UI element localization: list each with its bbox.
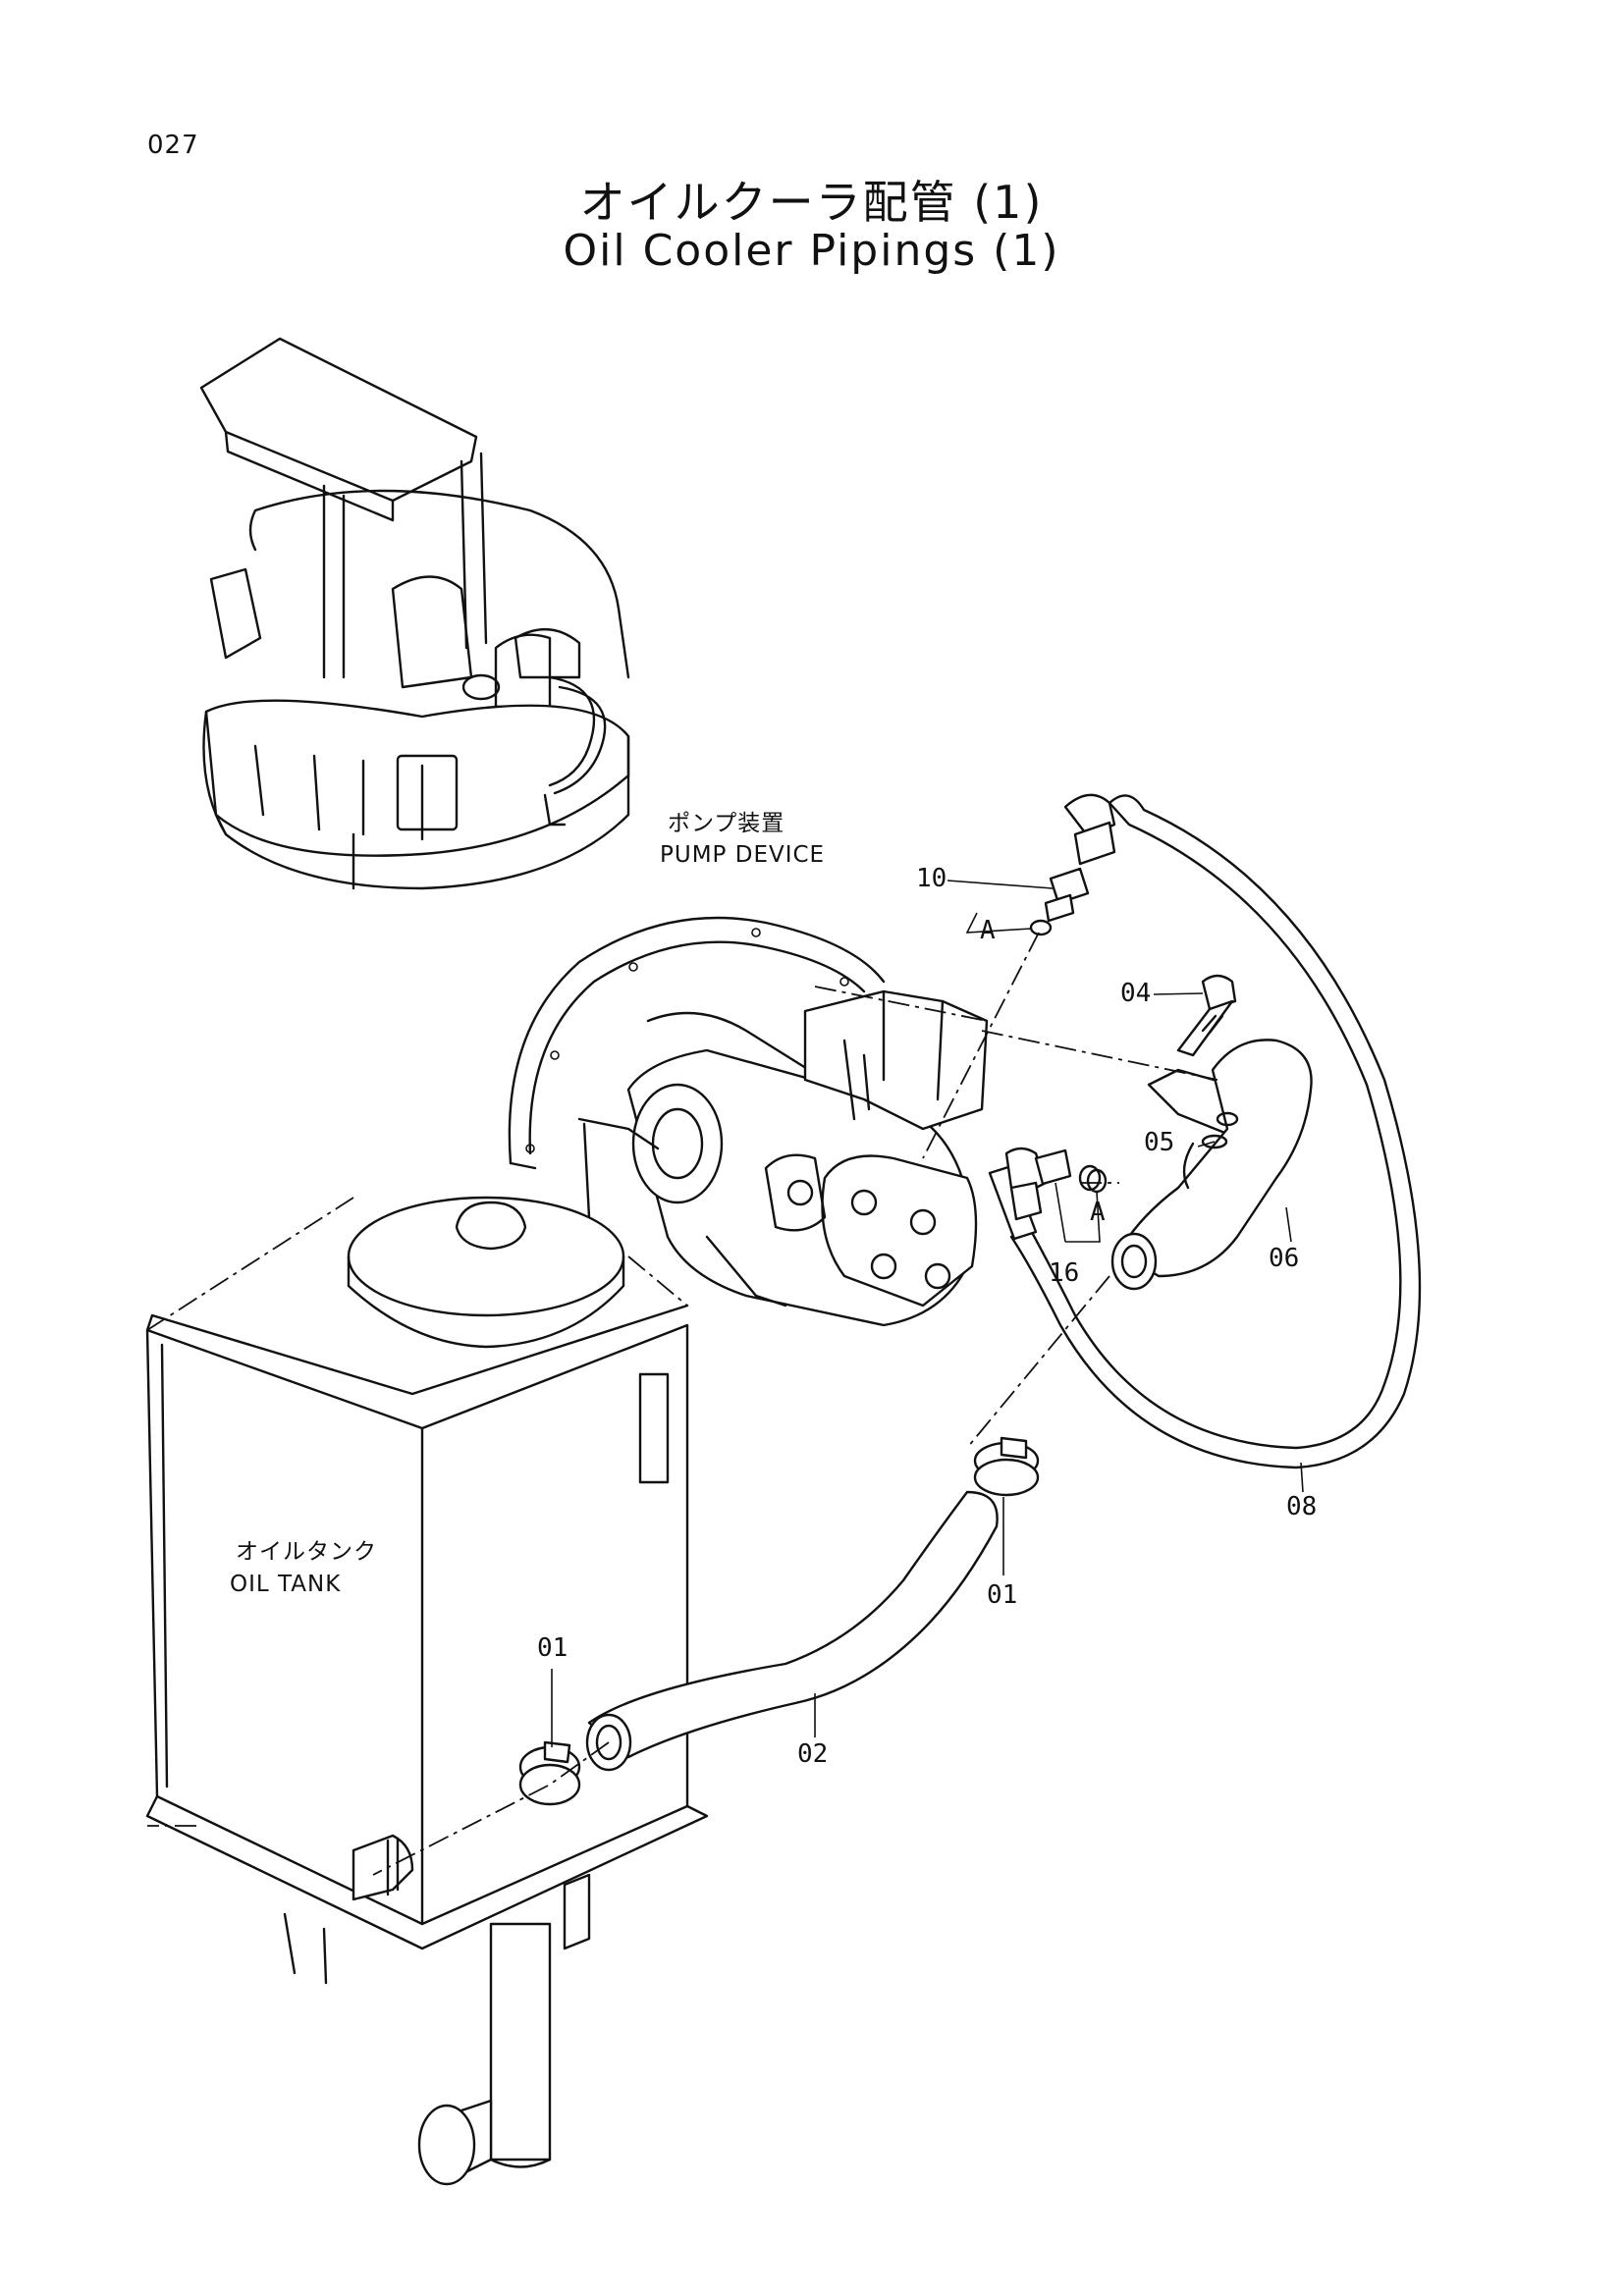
oil-tank-label-en: OIL TANK xyxy=(230,1572,341,1597)
part-16-elbow-fitting xyxy=(1004,1147,1102,1221)
part-04-bolt xyxy=(1176,974,1237,1057)
callout-01-right: 01 xyxy=(987,1580,1017,1610)
page-title-english: Oil Cooler Pipings (1) xyxy=(563,226,1060,276)
oil-tank-illustration xyxy=(145,1196,709,2186)
page-title-japanese: オイルクーラ配管 (1) xyxy=(579,176,1044,229)
part-08-hose xyxy=(988,794,1422,1469)
callout-05: 05 xyxy=(1144,1128,1174,1157)
part-10-elbow-fitting xyxy=(1029,793,1116,936)
callout-16: 16 xyxy=(1049,1258,1079,1288)
oil-tank-label-jp: オイルタンク xyxy=(236,1539,377,1565)
callout-06: 06 xyxy=(1269,1244,1299,1273)
machine-overview-illustration xyxy=(199,337,630,890)
callout-10: 10 xyxy=(916,864,947,893)
callout-01-left: 01 xyxy=(537,1633,568,1663)
pump-device-label-jp: ポンプ装置 xyxy=(668,811,784,836)
pump-device-illustration xyxy=(508,916,989,1327)
callout-08: 08 xyxy=(1286,1492,1317,1522)
part-01-hose-clamp-right xyxy=(973,1436,1040,1497)
callout-a-top: A xyxy=(980,916,996,945)
callout-02: 02 xyxy=(797,1739,828,1769)
pump-device-label-en: PUMP DEVICE xyxy=(660,842,825,868)
callout-a-mid: A xyxy=(1090,1198,1106,1227)
callout-04: 04 xyxy=(1120,979,1151,1008)
part-05-o-ring xyxy=(1201,1134,1228,1149)
o-ring-a-middle xyxy=(1086,1168,1108,1194)
page-number: 027 xyxy=(147,131,199,160)
part-06-elbow-pipe xyxy=(1110,1039,1313,1291)
